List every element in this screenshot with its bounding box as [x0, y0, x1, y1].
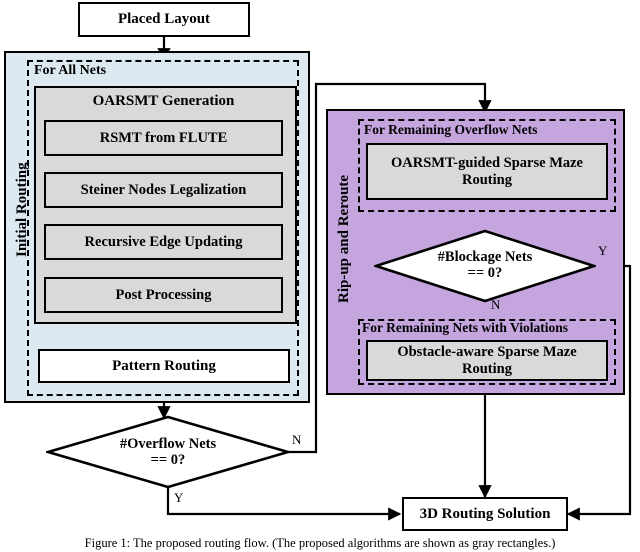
decision-overflow-nets-text: #Overflow Nets == 0? — [78, 428, 258, 476]
node-steiner-nodes-legalization[interactable]: Steiner Nodes Legalization — [44, 172, 283, 208]
node-obstacle-aware-sparse-maze-routing[interactable]: Obstacle-aware Sparse Maze Routing — [366, 340, 608, 381]
node-3d-routing-solution[interactable]: 3D Routing Solution — [402, 497, 568, 531]
node-placed-layout-label: Placed Layout — [117, 11, 211, 28]
decision-overflow-nets-line2: == 0? — [150, 452, 186, 468]
edge-label-blockage-yes: Y — [598, 243, 608, 258]
node-placed-layout[interactable]: Placed Layout — [78, 2, 250, 37]
edge-label-blockage-no: N — [491, 297, 501, 312]
node-pattern-routing-label: Pattern Routing — [112, 357, 216, 374]
node-obstacle-aware-sparse-maze-routing-label: Obstacle-aware Sparse Maze Routing — [397, 344, 577, 377]
edge-overflow-no-to-ripup — [288, 82, 492, 454]
decision-blockage-nets-shape[interactable] — [374, 229, 596, 303]
node-oarsmt-guided-sparse-maze-routing-label: OARSMT-guided Sparse Maze Routing — [391, 155, 583, 188]
node-oarsmt-generation-label: OARSMT Generation — [92, 92, 235, 109]
edge-label-overflow-no: N — [292, 432, 302, 447]
node-steiner-nodes-legalization-label: Steiner Nodes Legalization — [80, 181, 247, 198]
decision-blockage-nets-line1: #Blockage Nets — [437, 248, 533, 265]
decision-overflow-nets-shape[interactable] — [46, 415, 290, 489]
panel-rip-up-and-reroute-label: Rip-up and Reroute — [336, 174, 352, 303]
node-pattern-routing[interactable]: Pattern Routing — [38, 349, 290, 383]
node-recursive-edge-updating-label: Recursive Edge Updating — [84, 233, 243, 250]
node-rsmt-from-flute[interactable]: RSMT from FLUTE — [44, 120, 283, 156]
node-oarsmt-guided-sparse-maze-routing[interactable]: OARSMT-guided Sparse Maze Routing — [366, 143, 608, 200]
node-oarsmt-generation-label-wrap: OARSMT Generation — [34, 88, 293, 114]
panel-initial-routing-label: Initial Routing — [14, 162, 30, 257]
edge-label-overflow-yes: Y — [174, 490, 184, 505]
edge-overflow-yes-to-end — [166, 487, 402, 521]
group-for-remaining-overflow-nets-label: For Remaining Overflow Nets — [364, 122, 538, 137]
decision-blockage-nets-text: #Blockage Nets == 0? — [400, 241, 570, 289]
figure-caption: Figure 1: The proposed routing flow. (Th… — [84, 536, 556, 550]
node-3d-routing-solution-label: 3D Routing Solution — [419, 505, 551, 522]
group-for-remaining-overflow-nets — [358, 119, 616, 212]
node-recursive-edge-updating[interactable]: Recursive Edge Updating — [44, 224, 283, 260]
group-for-all-nets-label: For All Nets — [34, 63, 107, 78]
node-post-processing[interactable]: Post Processing — [44, 277, 283, 313]
decision-blockage-nets-line2: == 0? — [467, 265, 503, 281]
decision-overflow-nets-line1: #Overflow Nets — [119, 435, 217, 452]
group-for-remaining-nets-with-violations-label: For Remaining Nets with Violations — [362, 320, 569, 335]
node-post-processing-label: Post Processing — [115, 286, 212, 303]
node-rsmt-from-flute-label: RSMT from FLUTE — [99, 129, 228, 146]
